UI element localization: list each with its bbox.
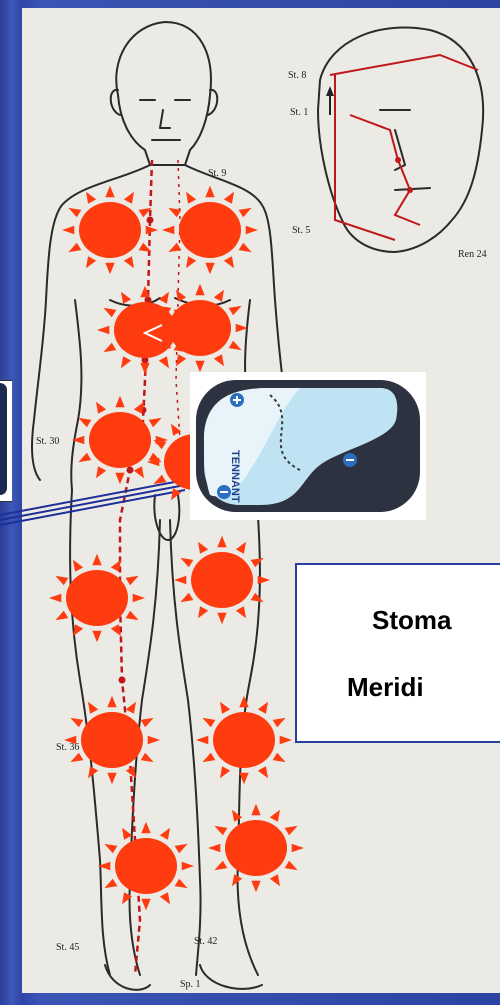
label-st9: St. 9 bbox=[208, 168, 226, 179]
label-st1: St. 1 bbox=[290, 107, 308, 118]
label-st45: St. 45 bbox=[56, 942, 79, 953]
label-st30: St. 30 bbox=[36, 436, 59, 447]
caption-box: Stoma Meridi bbox=[295, 563, 500, 743]
tennant-device: TENNANT bbox=[190, 372, 426, 520]
label-st8: St. 8 bbox=[288, 70, 306, 81]
label-ren24: Ren 24 bbox=[458, 249, 487, 260]
caption-line2: Meridi bbox=[347, 672, 424, 703]
device-brand: TENNANT bbox=[229, 450, 241, 503]
label-sp1: Sp. 1 bbox=[180, 979, 201, 990]
caption-line1: Stoma bbox=[372, 605, 451, 636]
label-st42: St. 42 bbox=[194, 936, 217, 947]
label-st5: St. 5 bbox=[292, 225, 310, 236]
